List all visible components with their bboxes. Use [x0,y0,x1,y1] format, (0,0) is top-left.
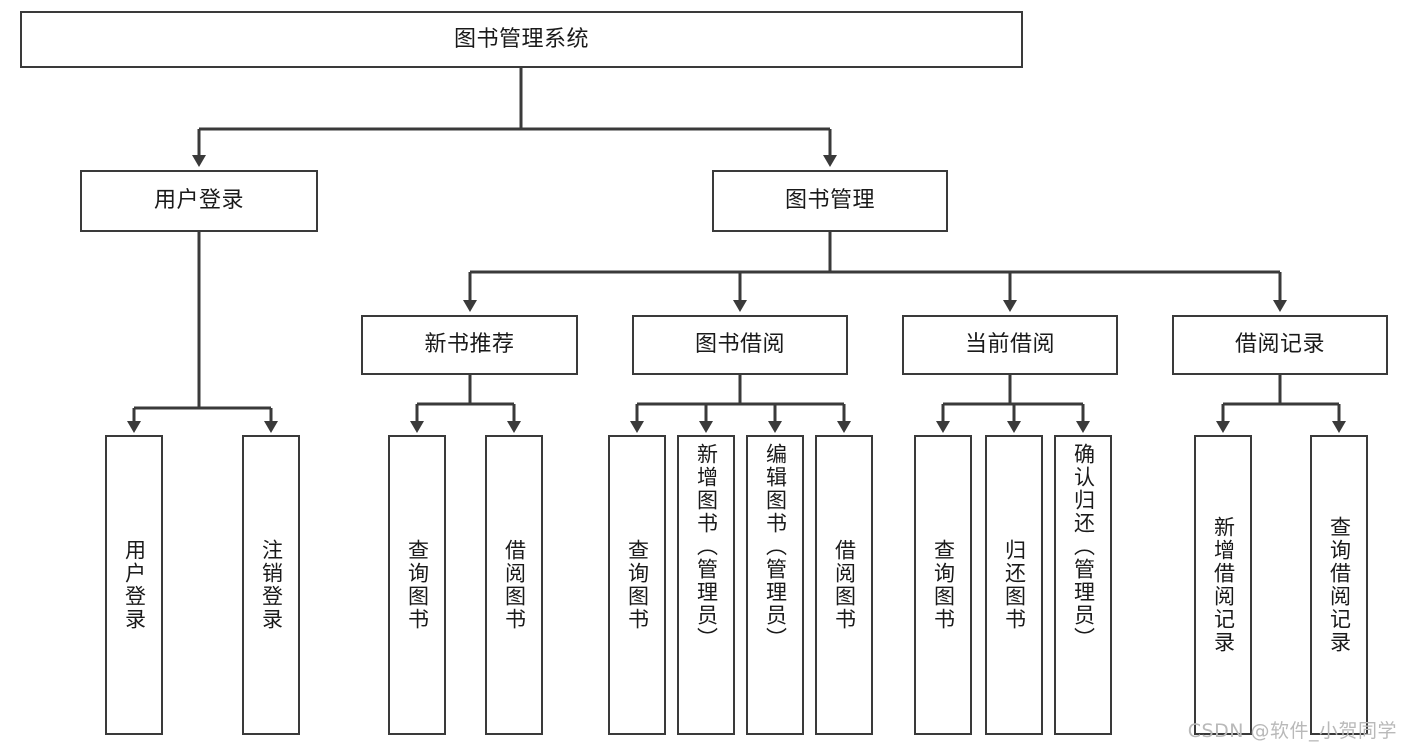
node-label: 查询图书 [625,539,650,631]
node-label: 确认归还（管理员） [1071,443,1096,650]
node-label: 当前借阅 [964,332,1055,358]
node-current-borrow[interactable]: 当前借阅 [902,315,1118,375]
node-leaf-add-book-admin[interactable]: 新增图书（管理员） [677,435,735,735]
node-leaf-edit-book-admin[interactable]: 编辑图书（管理员） [746,435,804,735]
node-label: 编辑图书（管理员） [763,443,788,650]
node-label: 图书借阅 [694,332,785,358]
node-leaf-query-borrow-record[interactable]: 查询借阅记录 [1310,435,1368,735]
node-label: 借阅图书 [832,539,857,631]
node-new-book-recommend[interactable]: 新书推荐 [361,315,578,375]
node-label: 查询图书 [405,539,430,631]
node-label: 新增借阅记录 [1211,516,1236,654]
node-leaf-confirm-return-admin[interactable]: 确认归还（管理员） [1054,435,1112,735]
node-label: 查询图书 [931,539,956,631]
node-leaf-return-book[interactable]: 归还图书 [985,435,1043,735]
node-label: 借阅图书 [502,539,527,631]
node-label: 借阅记录 [1234,332,1325,358]
node-leaf-query-book-borrow[interactable]: 查询图书 [608,435,666,735]
node-user-login[interactable]: 用户登录 [80,170,318,232]
node-label: 归还图书 [1002,539,1027,631]
node-leaf-user-login[interactable]: 用户登录 [105,435,163,735]
node-label: 新增图书（管理员） [694,443,719,650]
node-label: 注销登录 [259,539,284,631]
node-leaf-borrow-book[interactable]: 借阅图书 [815,435,873,735]
node-label: 新书推荐 [424,332,515,358]
node-leaf-borrow-book-recommend[interactable]: 借阅图书 [485,435,543,735]
node-label: 用户登录 [122,539,147,631]
node-leaf-logout-login[interactable]: 注销登录 [242,435,300,735]
node-book-management[interactable]: 图书管理 [712,170,948,232]
node-label: 用户登录 [153,188,244,214]
node-borrow-record[interactable]: 借阅记录 [1172,315,1388,375]
node-leaf-query-book-current[interactable]: 查询图书 [914,435,972,735]
csdn-watermark: CSDN @软件_小贺同学 [1187,720,1397,742]
node-leaf-add-borrow-record[interactable]: 新增借阅记录 [1194,435,1252,735]
node-leaf-query-book-recommend[interactable]: 查询图书 [388,435,446,735]
node-system-title[interactable]: 图书管理系统 [20,11,1023,68]
node-label: 图书管理系统 [453,26,589,52]
node-book-borrow[interactable]: 图书借阅 [632,315,848,375]
node-label: 图书管理 [784,188,875,214]
node-label: 查询借阅记录 [1327,516,1352,654]
